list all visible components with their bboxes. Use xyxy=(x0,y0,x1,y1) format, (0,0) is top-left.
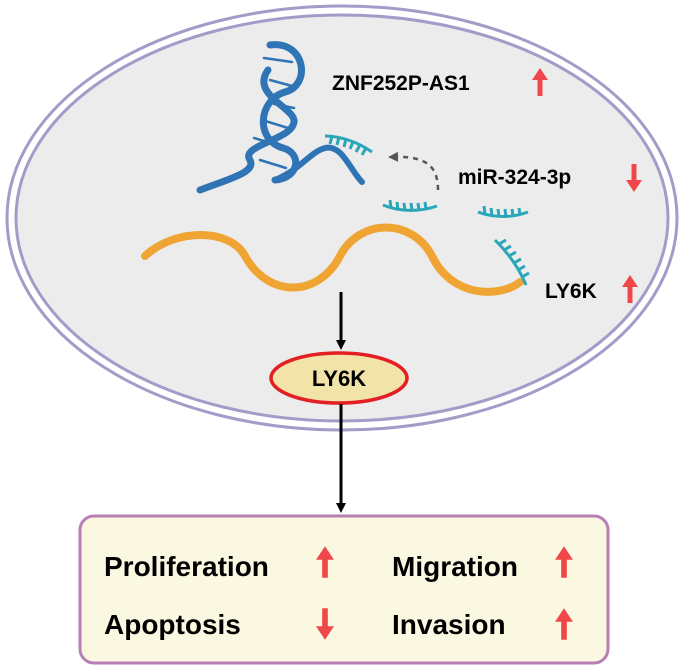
mirna-fragment-icon xyxy=(477,205,529,218)
helix-rungs xyxy=(252,56,296,170)
helix-strand-a xyxy=(259,41,305,184)
outcomes-box xyxy=(78,514,610,665)
mirna-fragment-icon xyxy=(382,199,438,212)
protein-label: LY6K xyxy=(312,366,366,391)
outcome-migration-label: Migration xyxy=(392,551,518,582)
protein-ellipse xyxy=(269,351,409,405)
lncrna-tail xyxy=(272,144,365,185)
mirna-label: miR-324-3p xyxy=(458,166,571,189)
mirna-bound-lncrna-icon xyxy=(324,134,373,156)
outcome-invasion-label: Invasion xyxy=(392,609,506,640)
mrna-wave xyxy=(141,223,524,296)
helix-strand-b xyxy=(196,66,298,194)
mirna-on-mrna-icon xyxy=(493,238,530,286)
outcome-proliferation-label: Proliferation xyxy=(104,551,269,582)
outcome-apoptosis-label: Apoptosis xyxy=(104,609,241,640)
mrna-label: LY6K xyxy=(545,280,597,303)
lncrna-helix-icon xyxy=(196,41,365,194)
lncrna-label: ZNF252P-AS1 xyxy=(332,72,470,95)
